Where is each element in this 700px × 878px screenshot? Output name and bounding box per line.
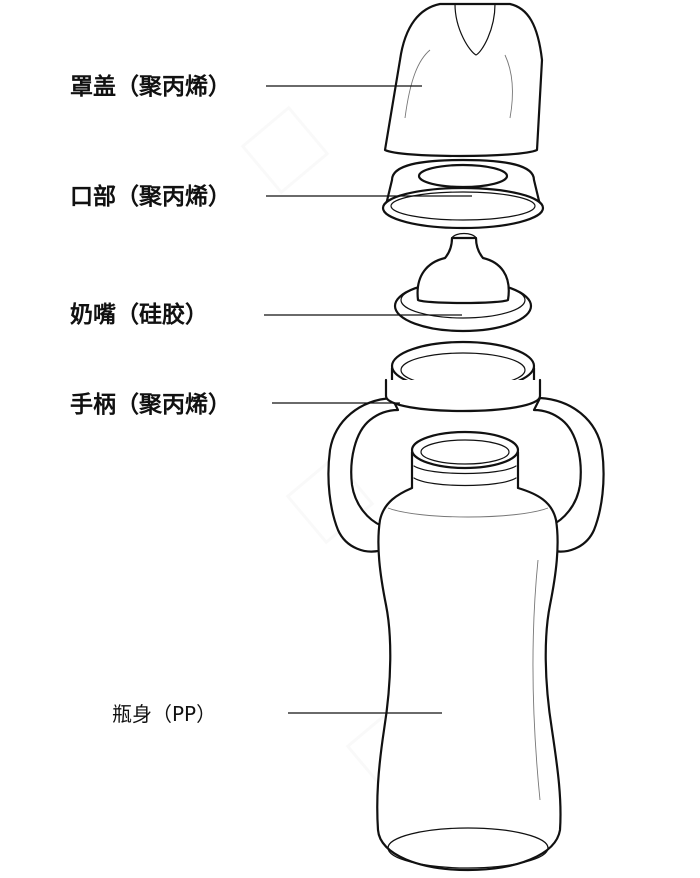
bottle-inner-right [532,559,541,801]
labels-group: 罩盖（聚丙烯） 口部（聚丙烯） 奶嘴（硅胶） 手柄（聚丙烯） 瓶身（PP） [70,73,472,726]
label-body: 瓶身（PP） [112,702,216,726]
nipple-bulb [416,236,510,305]
collar-top-opening [417,163,509,189]
cap-shell [383,2,544,158]
label-cap: 罩盖（聚丙烯） [70,73,231,100]
label-nipple: 奶嘴（硅胶） [70,301,208,328]
collar-rim-inner [390,191,536,221]
bottle-thread-2 [413,477,517,487]
bottle-body-part [376,430,562,872]
nipple-part [393,232,533,333]
bottle-thread-1 [413,465,517,475]
cap-shading-right [504,54,513,119]
collar-rim [381,186,545,230]
label-handle: 手柄（聚丙烯） [70,391,231,418]
bottle-mouth-inner [420,439,510,465]
nipple-tip [451,232,477,239]
label-collar: 口部（聚丙烯） [70,183,231,210]
collar-part [381,158,545,230]
cap-notch [454,3,496,56]
bottle-silhouette [376,486,562,872]
bottle-shoulder-line [387,507,549,518]
cap-part [383,2,544,158]
cap-shading-left [404,49,431,119]
bottle-mouth [410,430,520,470]
handle-ring-flange [384,378,542,413]
bottle-base-ellipse [387,827,549,869]
